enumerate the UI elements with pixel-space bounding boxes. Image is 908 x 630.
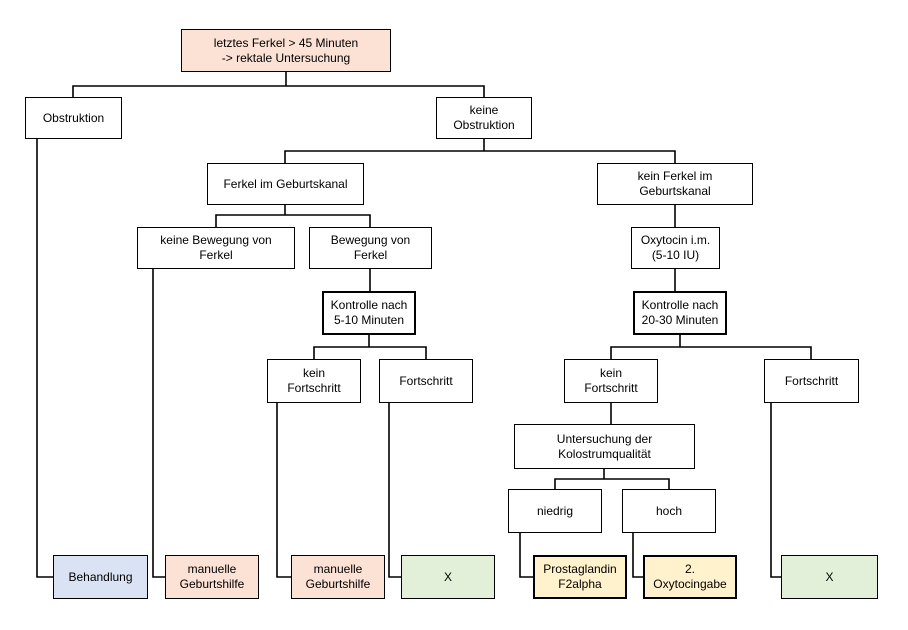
connector-line <box>152 269 165 578</box>
node-kein-ferkel-im-geburtskanal: kein Ferkel im Geburtskanal <box>597 163 753 205</box>
connector-line <box>388 403 401 578</box>
connector-line <box>36 139 53 578</box>
connector-line <box>276 403 291 578</box>
node-fortschritt-a: Fortschritt <box>379 359 473 403</box>
connector-line <box>770 403 781 578</box>
node-oxytocin: Oxytocin i.m. (5-10 IU) <box>631 227 720 269</box>
connector-line <box>632 533 643 578</box>
leaf-x-2: X <box>781 555 878 599</box>
node-niedrig: niedrig <box>508 489 602 533</box>
connector-line <box>215 214 371 227</box>
node-obstruktion: Obstruktion <box>25 97 122 139</box>
node-keine-obstruktion: keine Obstruktion <box>436 97 532 139</box>
connector-line <box>284 150 676 163</box>
leaf-prostaglandin: Prostaglandin F2alpha <box>533 555 627 599</box>
node-kontrolle-5-10: Kontrolle nach 5-10 Minuten <box>322 291 416 335</box>
node-ferkel-im-geburtskanal: Ferkel im Geburtskanal <box>207 163 364 205</box>
node-keine-bewegung: keine Bewegung von Ferkel <box>137 227 295 269</box>
leaf-oxytocingabe: 2. Oxytocingabe <box>643 555 737 599</box>
connector-line <box>72 85 485 97</box>
leaf-manuelle-geburtshilfe-2: manuelle Geburtshilfe <box>291 555 385 599</box>
node-fortschritt-b: Fortschritt <box>764 359 859 403</box>
node-root: letztes Ferkel > 45 Minuten -> rektale U… <box>181 29 391 72</box>
connector-line <box>610 346 812 359</box>
connector-line <box>313 346 427 359</box>
node-kontrolle-20-30: Kontrolle nach 20-30 Minuten <box>633 291 727 335</box>
node-bewegung: Bewegung von Ferkel <box>309 227 432 269</box>
node-kein-fortschritt-a: kein Fortschritt <box>267 359 361 403</box>
node-kein-fortschritt-b: kein Fortschritt <box>564 359 658 403</box>
node-hoch: hoch <box>622 489 716 533</box>
connector-line <box>554 478 670 489</box>
leaf-behandlung: Behandlung <box>53 555 148 599</box>
leaf-x-1: X <box>401 555 495 599</box>
leaf-manuelle-geburtshilfe-1: manuelle Geburtshilfe <box>165 555 259 599</box>
node-kolostrum: Untersuchung der Kolostrumqualität <box>514 424 695 469</box>
connector-line <box>519 533 533 578</box>
